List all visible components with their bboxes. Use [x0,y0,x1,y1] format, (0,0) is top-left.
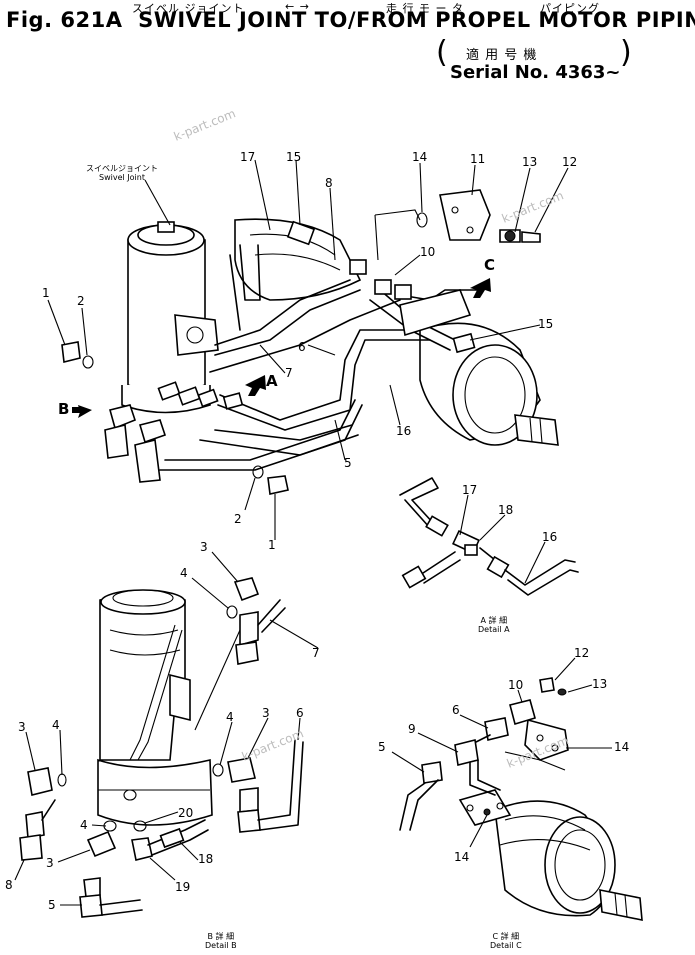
paren-left: ( [436,35,448,70]
main-fittings [104,189,541,483]
leader-lines-main [47,159,569,540]
callout: 13 [592,677,608,691]
callout: 6 [298,340,306,354]
callout: 19 [175,880,191,894]
callout: 3 [200,540,208,554]
callout: 8 [325,176,333,190]
callout: 2 [234,512,242,526]
view-arrows [72,278,491,418]
callout: 1 [42,286,50,300]
detail-c [391,657,643,921]
kana-swivel: スイベル ジョイント [132,2,245,15]
detail-c-caption-jp: C 詳 細 [492,932,520,941]
callout: 10 [420,245,436,259]
callout: 4 [180,566,188,580]
arrow-c-label: C [484,256,496,274]
callout: 14 [412,150,428,164]
callout: 16 [396,424,412,438]
callout: 12 [574,646,590,660]
callout: 13 [522,155,538,169]
figure-number: Fig. 621A [6,8,123,32]
plug-and-oring-left [61,341,289,495]
callout: 8 [5,878,13,892]
callout: 14 [614,740,630,754]
detail-a [399,477,579,596]
callout: 5 [344,456,352,470]
callout: 20 [178,806,194,820]
detail-b [14,551,319,918]
callout: 14 [454,850,470,864]
detail-a-caption-jp: A 詳 細 [480,616,508,625]
propel-motor-main [234,218,559,446]
swivel-joint-label-en: Swivel Joint [99,173,145,182]
callout: 12 [562,155,578,169]
callout: 7 [312,646,320,660]
arrow-b-label: B [58,400,70,418]
detail-b-caption: B 詳 細 Detail B [205,932,237,950]
callout: 7 [285,366,293,380]
figure-title-text: SWIVEL JOINT TO/FROM PROPEL MOTOR PIPING [138,8,695,32]
kana-arrows: ← → [285,0,310,13]
callout: 15 [286,150,302,164]
callout: 18 [498,503,514,517]
callout: 17 [240,150,256,164]
kana-piping: パイピング [540,2,600,15]
kana-propel: 走 行 モ ー タ [386,2,464,15]
main-piping [159,244,481,471]
figure-title: Fig. 621A SWIVEL JOINT TO/FROM PROPEL MO… [6,8,695,32]
applicable-serial-jp: 適 用 号 機 [466,48,538,63]
callout: 16 [542,530,558,544]
callout: 6 [452,703,460,717]
paren-right: ) [620,35,632,70]
callout: 3 [46,856,54,870]
swivel-joint-label-jp: スイベルジョイント [86,164,158,173]
arrow-a-label: A [266,372,278,390]
callout: 18 [198,852,214,866]
detail-b-caption-en: Detail B [205,941,237,950]
detail-b-caption-jp: B 詳 細 [207,932,235,941]
callout: 5 [378,740,386,754]
callout: 2 [77,294,85,308]
callout: 4 [52,718,60,732]
callout: 3 [262,706,270,720]
callout: 3 [18,720,26,734]
callout: 5 [48,898,56,912]
detail-a-caption: A 詳 細 Detail A [478,616,510,634]
callout: 15 [538,317,554,331]
callout: 6 [296,706,304,720]
detail-c-caption-en: Detail C [490,941,522,950]
callout: 10 [508,678,524,692]
callout: 9 [408,722,416,736]
callout: 1 [268,538,276,552]
callout: 4 [80,818,88,832]
callout: 17 [462,483,478,497]
detail-a-caption-en: Detail A [478,625,510,634]
detail-c-caption: C 詳 細 Detail C [490,932,522,950]
swivel-joint-label: スイベルジョイント Swivel Joint [86,164,158,182]
serial-number: Serial No. 4363~ [450,62,621,83]
callout: 4 [226,710,234,724]
callout: 11 [470,152,486,166]
